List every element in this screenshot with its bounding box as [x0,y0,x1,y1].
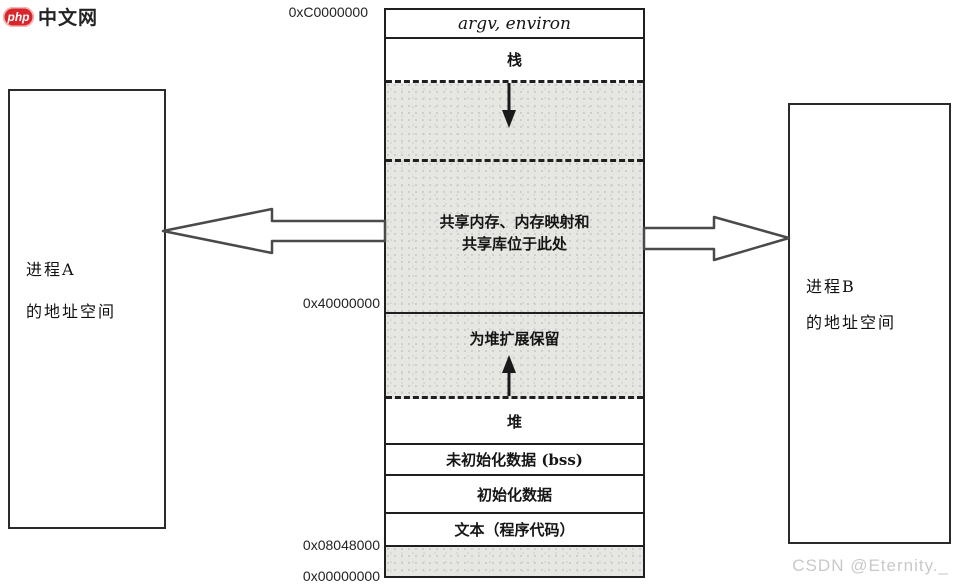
address-label-top: 0xC0000000 [288,4,368,20]
arrow-right-icon [642,215,791,262]
process-a-label: 进程A 的地址空间 [26,249,116,333]
segment-heap: 堆 [386,399,643,445]
segment-bss: 未初始化数据 (bss) [386,445,643,476]
segment-stack-growth-area [386,83,643,162]
process-b-line1: 进程B [806,277,856,296]
process-a-line1: 进程A [26,260,76,279]
arrow-left-icon [161,207,387,255]
csdn-watermark: CSDN @Eternity._ [792,556,949,575]
segment-shared-memory: 共享内存、内存映射和 共享库位于此处 [386,162,643,314]
shared-memory-line1: 共享内存、内存映射和 [439,213,590,231]
address-label-text-base: 0x08048000 [302,537,380,553]
site-logo: php 中文网 [3,3,98,30]
segment-stack: 栈 [386,39,643,83]
php-logo-icon: php [3,6,34,27]
address-label-shared-base: 0x40000000 [302,295,380,311]
memory-map-column: argv, environ 栈 共享内存、内存映射和 共享库位于此处 为堆扩展保… [384,8,645,578]
address-label-zero: 0x00000000 [302,568,380,584]
segment-heap-reserved: 为堆扩展保留 [386,314,643,399]
segment-below-text [386,547,643,576]
process-b-box: 进程B 的地址空间 [788,103,951,544]
process-a-line2: 的地址空间 [26,302,117,321]
shared-memory-label: 共享内存、内存映射和 共享库位于此处 [439,211,589,255]
segment-text-code: 文本（程序代码） [386,514,643,547]
segment-argv-environ: argv, environ [386,10,643,39]
segment-initialized-data: 初始化数据 [386,476,643,514]
site-logo-text: 中文网 [38,8,99,29]
process-b-label: 进程B 的地址空间 [806,269,896,341]
process-a-box: 进程A 的地址空间 [8,89,166,529]
process-b-line2: 的地址空间 [806,313,897,332]
shared-memory-line2: 共享库位于此处 [461,235,567,253]
